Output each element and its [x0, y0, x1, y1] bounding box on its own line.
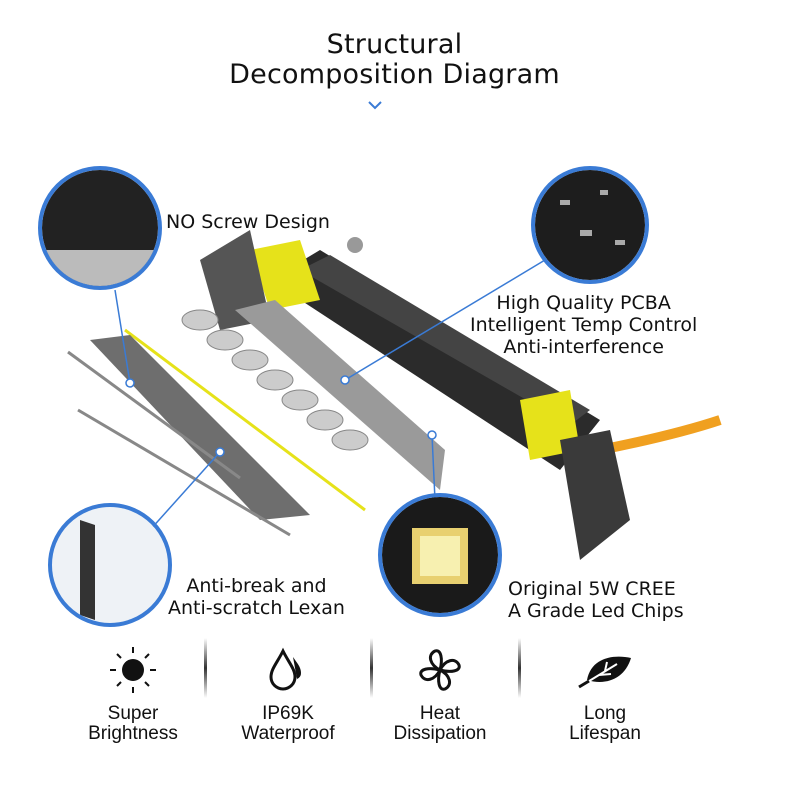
lexan-detail-circle — [48, 503, 172, 627]
callout-no-screw: NO Screw Design — [166, 211, 330, 233]
divider — [370, 638, 373, 698]
callout-lexan: Anti-break and Anti-scratch Lexan — [168, 575, 345, 619]
fan-icon — [419, 649, 461, 691]
feature-long-lifespan: Long Lifespan — [515, 640, 695, 744]
feature-waterproof: IP69K Waterproof — [198, 640, 378, 744]
feature-heat-dissipation: Heat Dissipation — [350, 640, 530, 744]
leaf-icon — [578, 656, 631, 689]
water-drop-icon — [269, 647, 302, 691]
callout-led-chips: Original 5W CREE A Grade Led Chips — [508, 578, 684, 622]
led-chip-detail-circle — [378, 493, 502, 617]
feature-super-brightness: Super Brightness — [43, 640, 223, 744]
no-screw-detail-circle — [38, 166, 162, 290]
page-title: Structural Decomposition Diagram — [229, 29, 560, 90]
divider — [204, 638, 207, 698]
sun-icon — [110, 647, 156, 693]
pcba-detail-circle — [531, 166, 649, 284]
chevron-down-icon — [368, 101, 382, 110]
callout-pcba: High Quality PCBA Intelligent Temp Contr… — [470, 292, 698, 358]
divider — [518, 638, 521, 698]
